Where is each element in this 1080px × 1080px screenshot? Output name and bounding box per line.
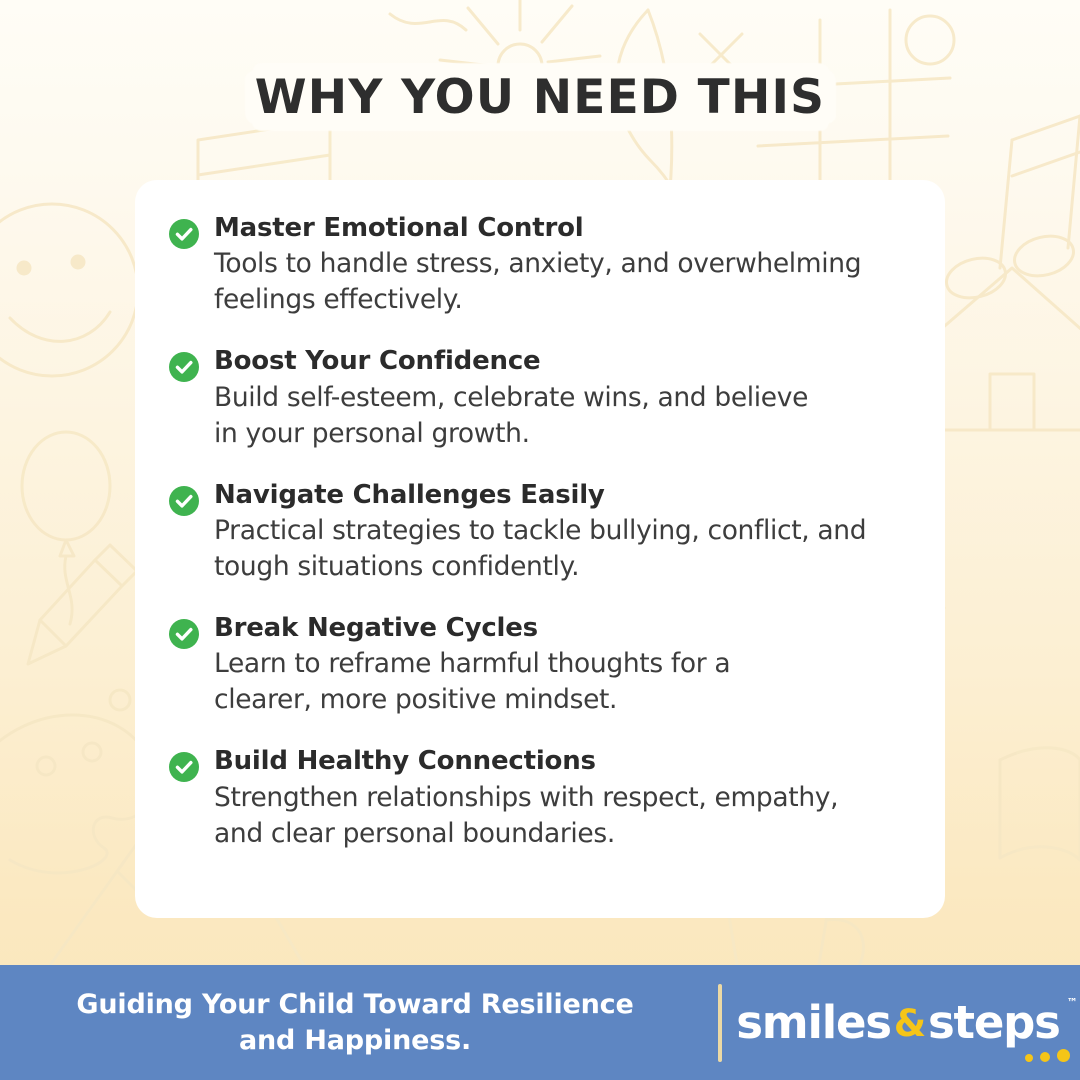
brand-logo-dots — [1024, 1049, 1070, 1062]
benefit-description-line1: Practical strategies to tackle bullying,… — [214, 514, 867, 546]
brand-logo-inner: smiles&steps ™ — [736, 996, 1078, 1062]
brand-dot-small — [1024, 1054, 1033, 1062]
list-item: Boost Your Confidence Build self-esteem,… — [169, 345, 909, 451]
brand-dot-medium — [1039, 1052, 1050, 1062]
brand-logo-ampersand: & — [893, 1002, 926, 1045]
benefit-description: Practical strategies to tackle bullying,… — [214, 513, 909, 585]
footer-bar: Guiding Your Child Toward Resilience and… — [0, 965, 1080, 1080]
benefit-text-block: Boost Your Confidence Build self-esteem,… — [214, 345, 909, 451]
list-item: Navigate Challenges Easily Practical str… — [169, 479, 909, 585]
benefit-description-line1: Strengthen relationships with respect, e… — [214, 781, 839, 813]
benefit-description: Strengthen relationships with respect, e… — [214, 780, 909, 852]
benefit-description-line2: and clear personal boundaries. — [214, 817, 615, 849]
benefit-description: Learn to reframe harmful thoughts for a … — [214, 646, 909, 718]
benefit-description-line2: tough situations confidently. — [214, 550, 580, 582]
brand-logo-text: smiles&steps — [736, 1000, 1061, 1045]
benefit-description-line2: in your personal growth. — [214, 417, 530, 449]
brand-dot-large — [1056, 1049, 1070, 1062]
benefit-text-block: Break Negative Cycles Learn to reframe h… — [214, 612, 909, 718]
benefit-text-block: Build Healthy Connections Strengthen rel… — [214, 745, 909, 851]
check-circle-icon — [169, 752, 199, 783]
list-item: Master Emotional Control Tools to handle… — [169, 212, 909, 318]
benefit-description-line2: clearer, more positive mindset. — [214, 684, 618, 716]
benefit-title: Build Healthy Connections — [214, 746, 596, 777]
footer-tagline: Guiding Your Child Toward Resilience and… — [0, 987, 718, 1058]
benefit-list: Master Emotional Control Tools to handle… — [169, 212, 909, 852]
benefit-description: Tools to handle stress, anxiety, and ove… — [214, 246, 909, 318]
page-title: WHY YOU NEED THIS — [254, 69, 826, 125]
check-circle-icon — [169, 485, 199, 516]
benefits-card: Master Emotional Control Tools to handle… — [135, 180, 945, 918]
list-item: Build Healthy Connections Strengthen rel… — [169, 745, 909, 851]
page-title-container: WHY YOU NEED THIS — [0, 54, 1080, 140]
benefit-description-line1: Build self-esteem, celebrate wins, and b… — [214, 381, 809, 413]
check-circle-icon — [169, 352, 199, 383]
benefit-title: Navigate Challenges Easily — [214, 479, 605, 510]
benefit-title: Master Emotional Control — [214, 213, 584, 243]
brand-logo: smiles&steps ™ — [722, 965, 1080, 1080]
benefit-text-block: Navigate Challenges Easily Practical str… — [214, 479, 909, 585]
benefit-description-line2: feelings effectively. — [214, 284, 463, 316]
list-item: Break Negative Cycles Learn to reframe h… — [169, 612, 909, 718]
title-highlight-banner — [245, 64, 836, 130]
benefit-text-block: Master Emotional Control Tools to handle… — [214, 212, 909, 318]
trademark-icon: ™ — [1066, 996, 1078, 1009]
footer-tagline-line2: and Happiness. — [238, 1024, 472, 1056]
benefit-description: Build self-esteem, celebrate wins, and b… — [214, 380, 909, 452]
check-circle-icon — [169, 219, 199, 249]
benefit-description-line1: Learn to reframe harmful thoughts for a — [214, 648, 731, 680]
benefit-title: Boost Your Confidence — [214, 346, 541, 377]
footer-divider — [718, 983, 722, 1062]
benefit-description-line1: Tools to handle stress, anxiety, and ove… — [214, 248, 862, 280]
footer-tagline-line1: Guiding Your Child Toward Resilience — [76, 988, 634, 1020]
brand-logo-word2: steps — [927, 996, 1061, 1049]
check-circle-icon — [169, 618, 199, 649]
brand-logo-word1: smiles — [736, 996, 892, 1049]
benefit-title: Break Negative Cycles — [214, 612, 538, 643]
